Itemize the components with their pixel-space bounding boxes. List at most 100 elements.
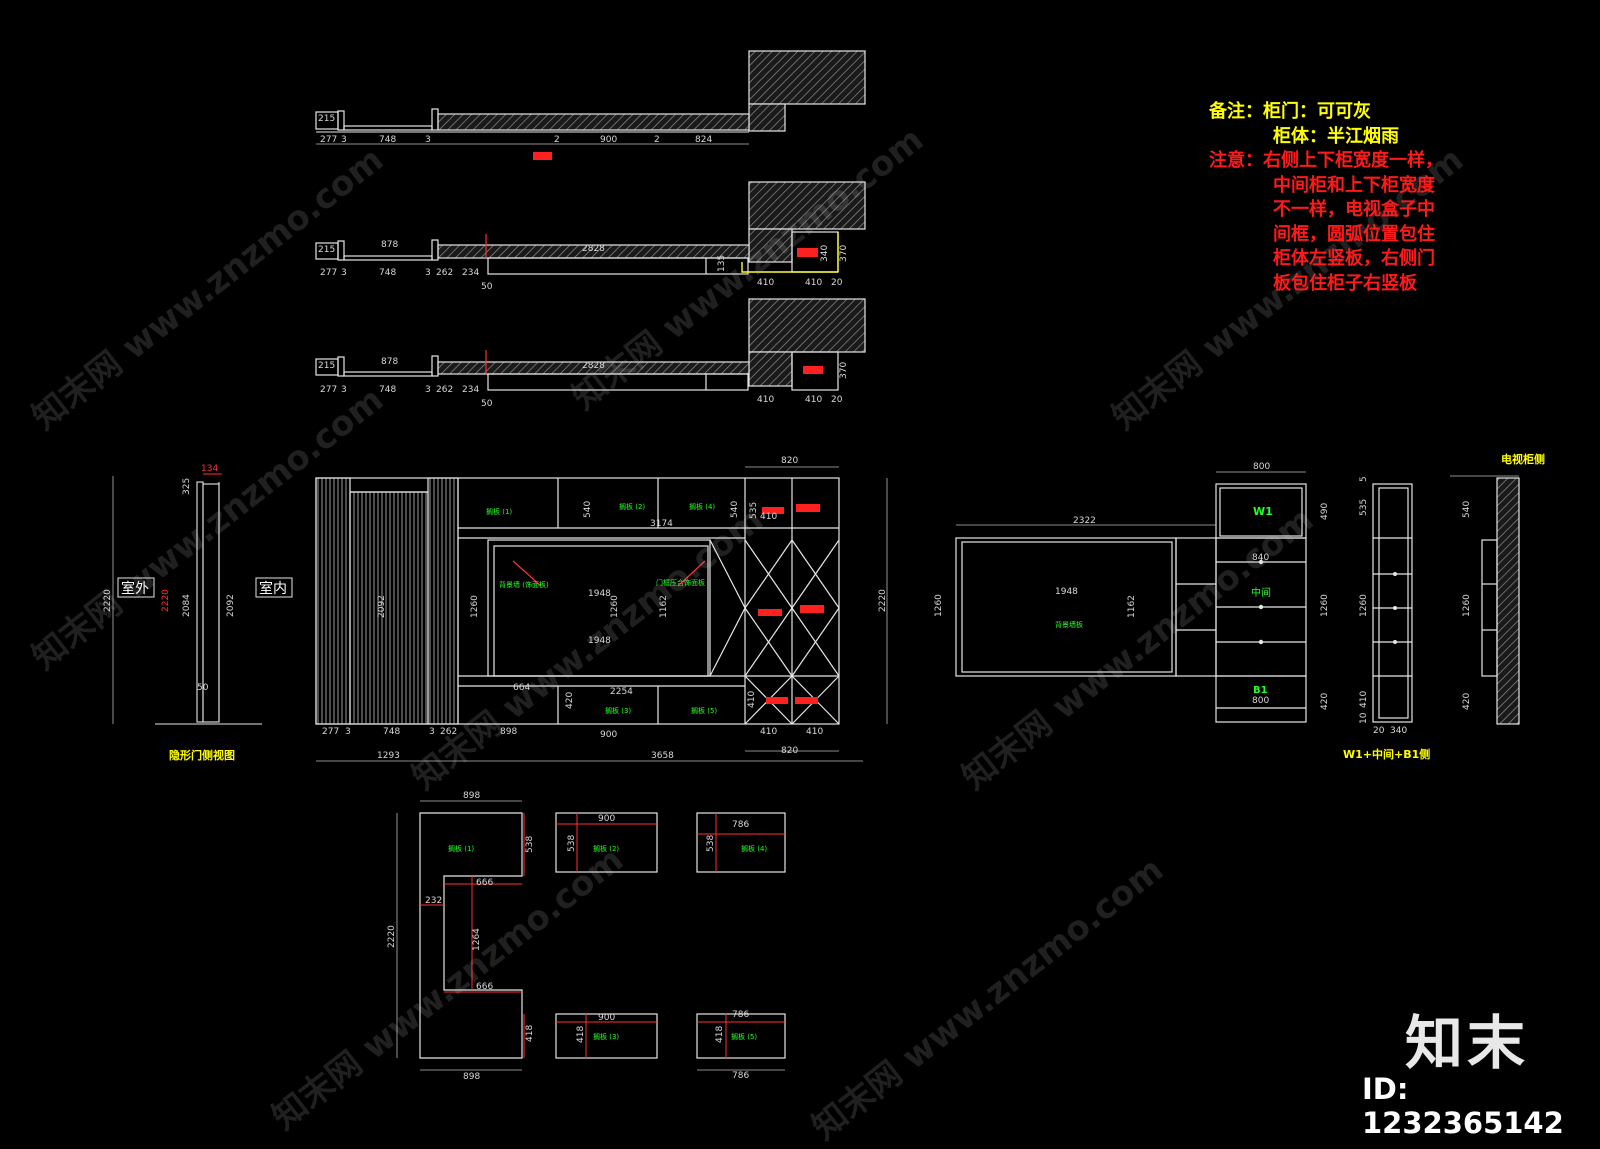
middle-label: 中间 [1251,586,1271,599]
dim: 748 [379,385,396,395]
dim: 2220 [103,589,113,612]
dim: 410 [747,691,757,708]
dim: 666 [476,982,493,992]
dim: 340 [1390,726,1407,736]
dim: 410 [757,278,774,288]
door-side-view [112,473,262,725]
dim: 1948 [588,636,611,646]
dim: 878 [381,240,398,250]
plan-view-1 [315,50,866,145]
dim: 538 [706,835,716,852]
plan-view-2 [315,181,866,275]
dim: 418 [715,1026,725,1043]
dim: 900 [600,730,617,740]
dim: 2 [654,135,660,145]
dim: 666 [476,878,493,888]
remark-label: 备注： [1209,101,1263,122]
dim: 20 [831,278,843,288]
dim: 50 [197,683,209,693]
dim: 820 [781,456,798,466]
dim: 786 [732,1071,749,1081]
door-frame-label: 门框压合饰面板 [656,578,705,587]
dim: 490 [1320,503,1330,520]
indoor-label: 室内 [259,580,287,597]
dim: 900 [598,1013,615,1023]
dim: 800 [1253,462,1270,472]
bg-panel-label: 背景墙板 [1055,620,1083,629]
dim: 410 [805,395,822,405]
dim: 3 [425,268,431,278]
door-side-title: 隐形门侧视图 [169,748,235,762]
shelf2-label: 搁板 (2) [619,502,645,511]
dim: 234 [462,268,479,278]
attention-line: 不一样，电视盒子中 [1273,199,1435,220]
dim: 1264 [472,928,482,951]
dim: 748 [379,135,396,145]
dim: 3 [341,135,347,145]
w1-side-view [1372,483,1413,723]
b1-label: B1 [1253,685,1268,696]
dim: 370 [839,362,849,379]
attention-line: 间框，圆弧位置包住 [1273,223,1435,245]
shelf3-label: 搁板 (3) [605,706,631,715]
w1-elevation [955,471,1307,723]
elev-marker [758,609,782,616]
dim: 50 [481,399,493,409]
w1-side-title: W1+中间+B1侧 [1343,747,1430,761]
shelf4-label: 搁板 (4) [689,502,715,511]
dim: 410 [805,278,822,288]
dim: 820 [781,746,798,756]
dim: 420 [1462,693,1472,710]
dim: 277 [322,727,339,737]
tv-side-title: 电视柜侧 [1501,452,1545,466]
dim: 20 [831,395,843,405]
dim: 1260 [1320,594,1330,617]
dim: 786 [732,820,749,830]
dim: 20 [1373,726,1385,736]
dim: 410 [1359,691,1369,708]
plan2-tv-marker [797,248,818,257]
dim: 1260 [470,595,480,618]
w1-label: W1 [1253,505,1273,518]
dim: 420 [1320,693,1330,710]
elev-marker [800,605,824,613]
dim: 234 [462,385,479,395]
dim: 2828 [582,361,605,371]
remarks-note: 备注：柜门：可可灰 柜体：半江烟雨 注意：右侧上下柜宽度一样， 中间柜和上下柜宽… [1209,100,1443,296]
dim: 410 [760,727,777,737]
door-material: 柜门：可可灰 [1263,101,1371,122]
dim: 824 [695,135,712,145]
dim: 3 [429,727,435,737]
plan1-tv-marker [533,152,552,160]
panel-shelf5-label: 搁板 (5) [731,1032,757,1041]
panel-shelf2-label: 搁板 (2) [593,844,619,853]
dim: 2220 [161,589,171,612]
dim: 3658 [651,751,674,761]
attention-line: 柜体左竖板，右侧门 [1273,248,1435,269]
dim: 1162 [1127,595,1137,618]
dim: 215 [318,245,335,255]
dim: 748 [383,727,400,737]
dim: 1260 [610,595,620,618]
dim: 2828 [582,244,605,254]
attention-line: 右侧上下柜宽度一样， [1263,150,1443,171]
image-id: ID: 1232365142 [1362,1072,1564,1140]
dim: 215 [318,361,335,371]
dim: 340 [820,245,830,262]
plan-view-3 [315,298,866,391]
dim: 134 [201,464,218,474]
dim: 2084 [182,594,192,617]
dim: 2092 [377,595,387,618]
dim: 3 [425,385,431,395]
dim: 262 [440,727,457,737]
dim: 540 [1462,501,1472,518]
main-elevation [315,466,888,762]
dim: 3174 [650,519,673,529]
dim: 232 [425,896,442,906]
dim: 1162 [659,595,669,618]
dim: 277 [320,135,337,145]
attention-line: 中间柜和上下柜宽度 [1273,174,1435,196]
dim: 410 [806,727,823,737]
elev-marker [762,507,784,514]
dim: 277 [320,268,337,278]
